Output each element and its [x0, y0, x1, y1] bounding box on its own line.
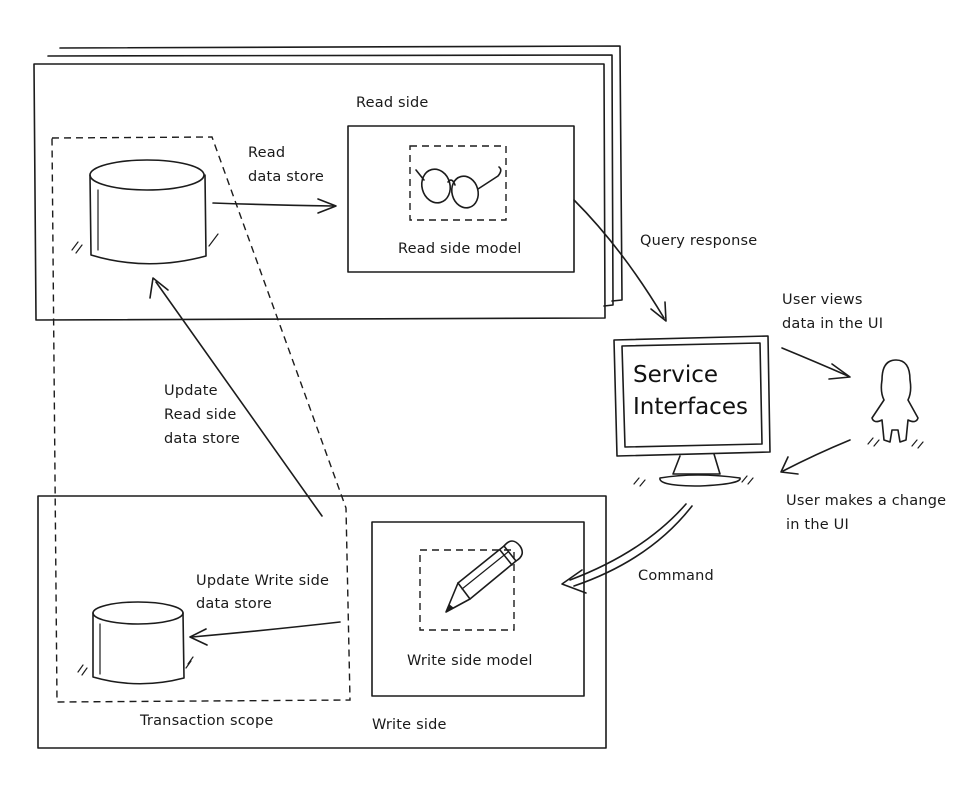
arrow-read-store-to-model — [212, 198, 337, 214]
transaction-scope-boundary — [51, 136, 351, 703]
read-data-store-label-1: Read — [248, 145, 286, 161]
write-side-box — [37, 495, 607, 749]
arrow-user-views — [781, 347, 851, 380]
read-side-label: Read side — [356, 95, 429, 111]
query-response-label: Query response — [640, 233, 758, 249]
arrow-update-write-store — [189, 621, 341, 646]
service-interfaces-title-1: Service — [633, 362, 719, 388]
arrow-user-change — [780, 439, 851, 475]
write-side-label: Write side — [372, 717, 447, 733]
arrow-command — [561, 503, 693, 594]
transaction-scope-label: Transaction scope — [140, 713, 274, 729]
service-interfaces-title-2: Interfaces — [633, 394, 748, 420]
update-write-store-label-1: Update Write side — [196, 573, 330, 589]
read-data-store-label-2: data store — [248, 169, 324, 185]
pencil-icon — [445, 540, 524, 613]
update-read-store-label-3: data store — [164, 431, 240, 447]
write-side-model-label: Write side model — [407, 653, 533, 669]
user-views-label-2: data in the UI — [782, 316, 884, 332]
arrow-query-response — [573, 199, 667, 322]
arrow-update-read-store — [149, 277, 323, 517]
user-change-label-1: User makes a change — [786, 493, 947, 509]
write-store-database-icon — [77, 601, 194, 685]
user-views-label-1: User views — [782, 292, 863, 308]
read-side-box — [33, 45, 623, 321]
update-read-store-label-2: Read side — [164, 407, 237, 423]
read-store-database-icon — [71, 159, 219, 265]
user-change-label-2: in the UI — [786, 517, 849, 533]
monitor-icon — [613, 335, 771, 487]
write-model-box — [371, 521, 585, 697]
write-model-inner — [419, 549, 515, 631]
read-model-box — [347, 125, 575, 273]
person-icon — [867, 359, 924, 449]
glasses-icon — [415, 166, 502, 209]
update-read-store-label-1: Update — [164, 383, 218, 399]
update-write-store-label-2: data store — [196, 596, 272, 612]
read-side-model-label: Read side model — [398, 241, 522, 257]
read-model-inner — [409, 145, 507, 221]
command-label: Command — [638, 568, 714, 584]
